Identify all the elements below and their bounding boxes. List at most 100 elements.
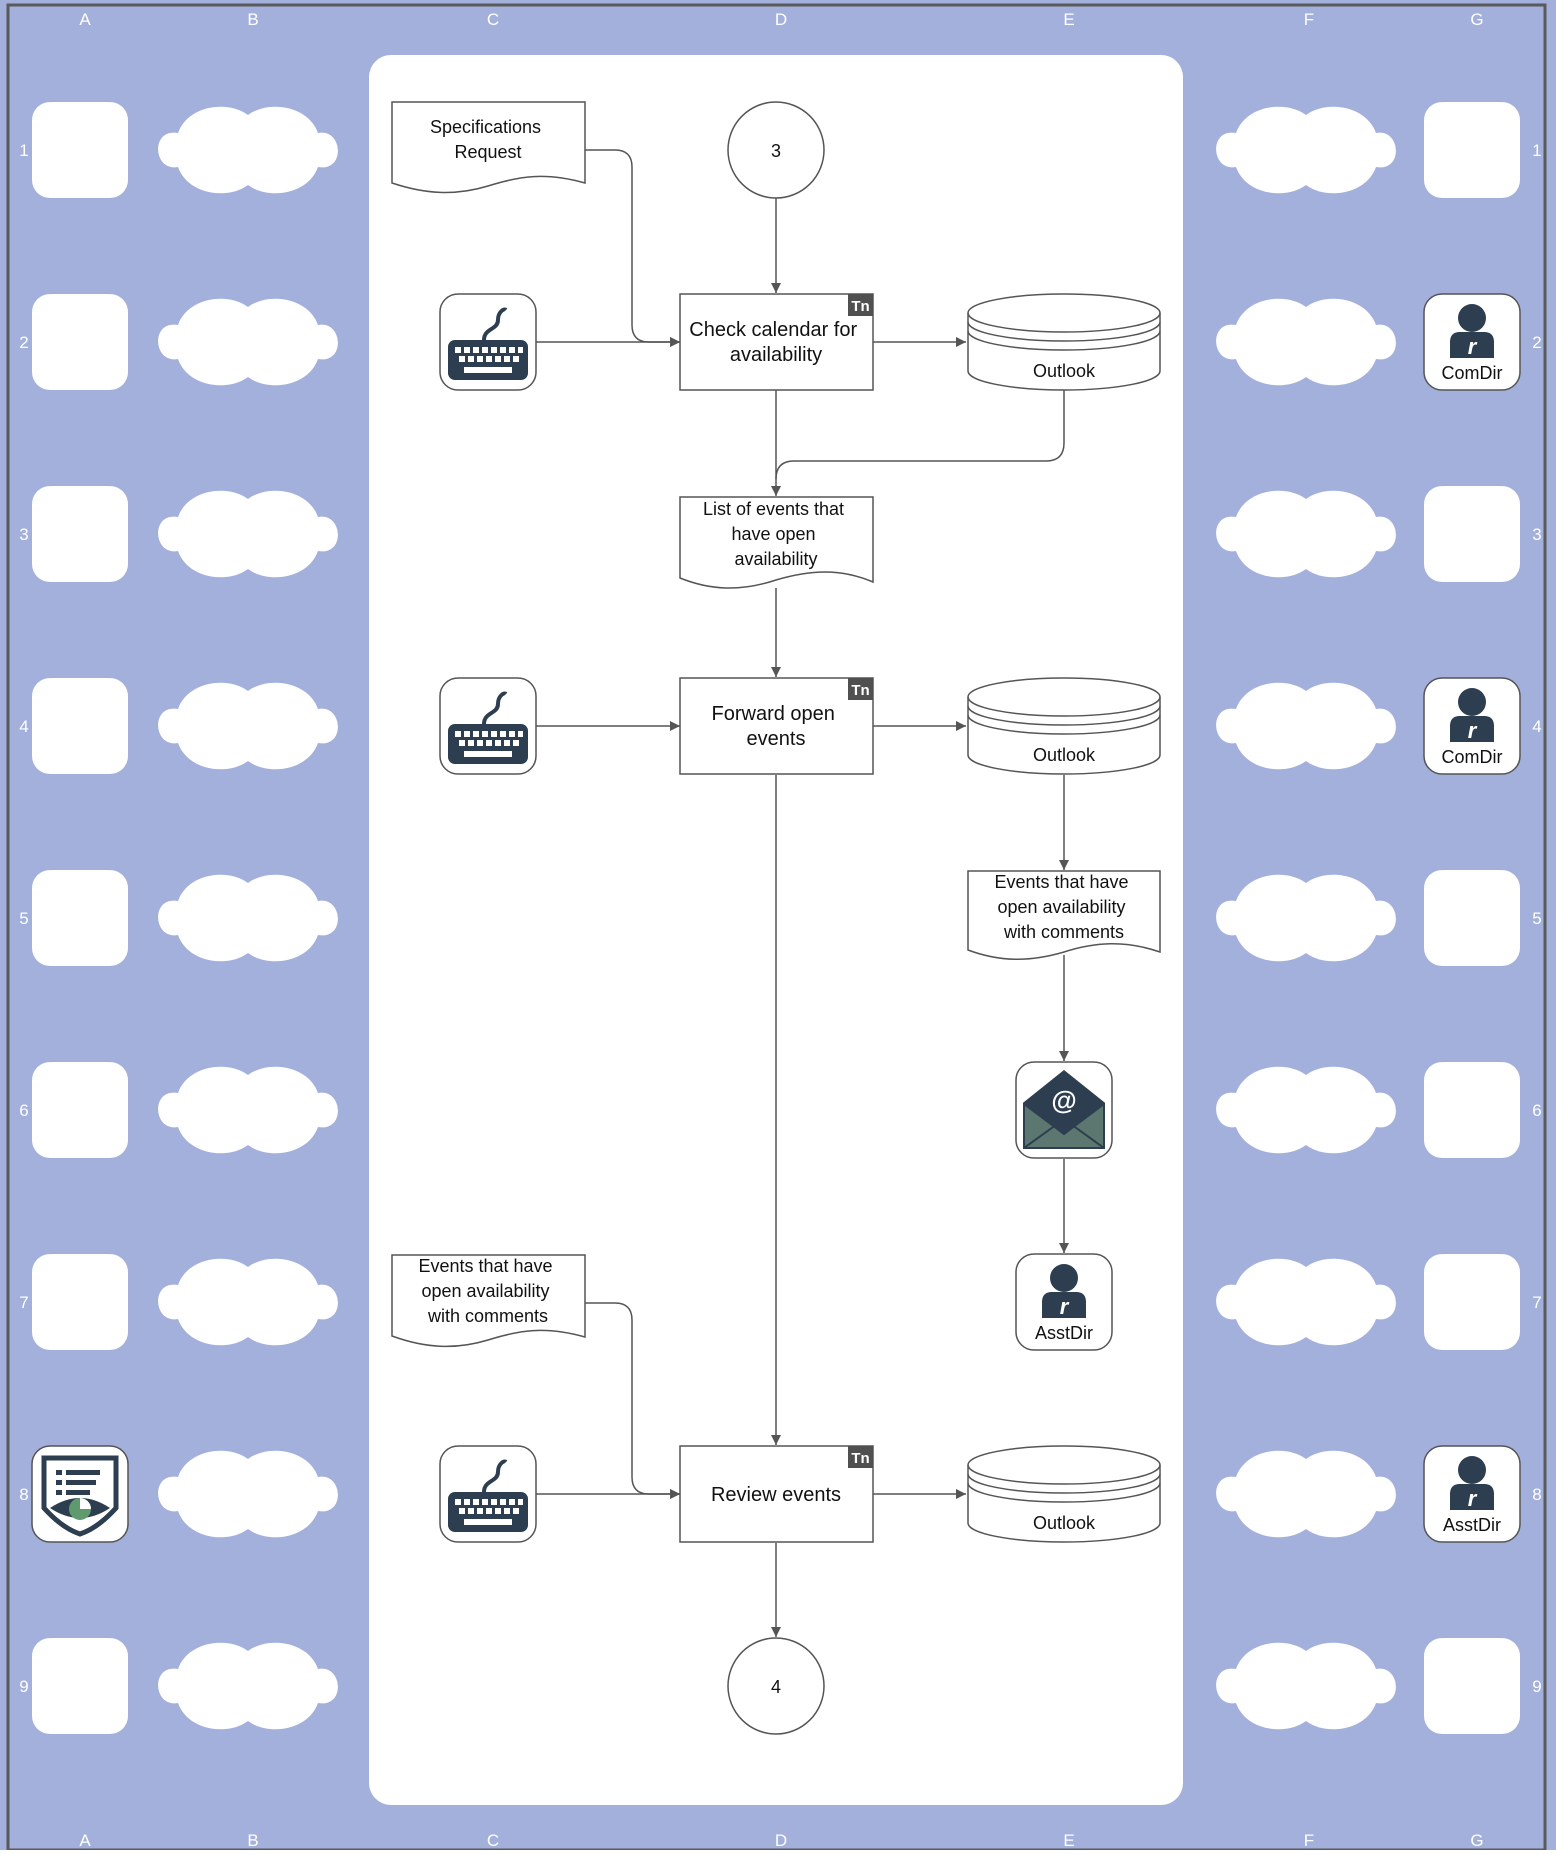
row-label-left-8: 8 (19, 1485, 28, 1504)
row-label-right-4: 4 (1532, 717, 1541, 736)
shield-outline (41, 1455, 119, 1537)
offpage-connector-3: 3 (727, 101, 825, 199)
keyboard-icon (439, 677, 537, 775)
document-shape (391, 1254, 586, 1348)
column-label-bottom-c: C (487, 1831, 499, 1850)
column-label-bottom-g: G (1470, 1831, 1483, 1850)
person-icon-comdir-row4: r ComDir (1423, 677, 1521, 775)
cylinder-ring (967, 1464, 1161, 1485)
connector-circle (727, 101, 825, 199)
arrow-spec-to-check (585, 149, 680, 347)
svg-text:r: r (1468, 334, 1478, 359)
column-label-a: A (79, 10, 91, 29)
column-label-c: C (487, 10, 499, 29)
placeholder-a-5 (32, 870, 128, 966)
cylinder-ring (967, 1482, 1161, 1503)
placeholder-a-2 (32, 294, 128, 390)
connector-label: 4 (771, 1677, 781, 1697)
placeholder-g-7 (1424, 1254, 1520, 1350)
document-specifications-request: Specifications Request (391, 101, 586, 194)
column-label-bottom-d: D (775, 1831, 787, 1850)
document-event-list: List of events that have open availabili… (679, 496, 874, 589)
document-events-with-comments-left: Events that have open availability with … (391, 1254, 586, 1348)
placeholder-g-1 (1424, 102, 1520, 198)
document-label: Events that have open availability with … (418, 1256, 557, 1326)
row-label-right-5: 5 (1532, 909, 1541, 928)
placeholder-a-6 (32, 1062, 128, 1158)
offpage-connector-4: 4 (727, 1637, 825, 1735)
column-label-bottom-f: F (1304, 1831, 1314, 1850)
cylinder-ring (967, 705, 1161, 726)
arrow-events2-to-review (585, 1302, 680, 1499)
placeholder-a-4 (32, 678, 128, 774)
row-label-right-2: 2 (1532, 333, 1541, 352)
person-label: ComDir (1442, 747, 1503, 767)
process-box (679, 293, 874, 391)
tag-badge (848, 294, 873, 316)
column-label-bottom-a: A (79, 1831, 91, 1850)
person-icon-comdir-row2: r ComDir (1423, 293, 1521, 391)
placeholder-a-1 (32, 102, 128, 198)
column-label-bottom-b: B (247, 1831, 258, 1850)
process-check-calendar: Tn Check calendar for availability (679, 293, 874, 391)
document-review-icon (31, 1445, 129, 1543)
placeholder-g-3 (1424, 486, 1520, 582)
keyboard-icon (439, 293, 537, 391)
column-label-e: E (1063, 10, 1074, 29)
database-outlook-row4: Outlook (967, 677, 1161, 775)
cylinder-ring (967, 1473, 1161, 1494)
database-label: Outlook (1033, 745, 1096, 765)
database-outlook-row2: Outlook (967, 293, 1161, 391)
column-label-f: F (1304, 10, 1314, 29)
row-label-right-7: 7 (1532, 1293, 1541, 1312)
svg-text:r: r (1468, 1486, 1478, 1511)
tag-label: Tn (851, 682, 869, 699)
row-label-right-9: 9 (1532, 1677, 1541, 1696)
row-label-right-6: 6 (1532, 1101, 1541, 1120)
at-symbol: @ (1051, 1085, 1076, 1115)
database-label: Outlook (1033, 361, 1096, 381)
tag-badge (848, 1446, 873, 1468)
process-box (679, 677, 874, 775)
connectors (536, 149, 1069, 1637)
keyboard-cable (482, 307, 508, 341)
process-box (679, 1445, 874, 1543)
document-shape (967, 870, 1161, 960)
document-label: Specifications Request (430, 117, 546, 162)
row-label-right-1: 1 (1532, 141, 1541, 160)
arrow-outlook1-to-list (775, 390, 1065, 480)
person-label: AsstDir (1035, 1323, 1093, 1343)
process-review-events: Tn Review events (679, 1445, 874, 1543)
placeholder-g-6 (1424, 1062, 1520, 1158)
cylinder-body (967, 1445, 1161, 1543)
person-label: ComDir (1442, 363, 1503, 383)
column-label-b: B (247, 10, 258, 29)
cylinder-ring (967, 312, 1161, 333)
column-label-g: G (1470, 10, 1483, 29)
row-label-right-8: 8 (1532, 1485, 1541, 1504)
column-label-bottom-e: E (1063, 1831, 1074, 1850)
process-label: Forward open events (712, 703, 841, 750)
row-label-left-6: 6 (19, 1101, 28, 1120)
tag-label: Tn (851, 1450, 869, 1467)
row-label-left-7: 7 (19, 1293, 28, 1312)
cylinder-ring (967, 714, 1161, 735)
row-label-right-3: 3 (1532, 525, 1541, 544)
process-forward-events: Tn Forward open events (679, 677, 874, 775)
cylinder-ring (967, 321, 1161, 342)
document-label: List of events that have open availabili… (703, 499, 849, 569)
document-events-with-comments-right: Events that have open availability with … (967, 870, 1161, 960)
row-label-left-3: 3 (19, 525, 28, 544)
person-body (1042, 1292, 1086, 1318)
database-label: Outlook (1033, 1513, 1096, 1533)
document-label: Events that have open availability with … (994, 872, 1133, 942)
document-shape (391, 101, 586, 194)
process-label: Review events (711, 1484, 841, 1506)
database-outlook-row8: Outlook (967, 1445, 1161, 1543)
cylinder-body (967, 293, 1161, 391)
person-label: AsstDir (1443, 1515, 1501, 1535)
row-label-left-1: 1 (19, 141, 28, 160)
tag-label: Tn (851, 298, 869, 315)
svg-text:r: r (1468, 718, 1478, 743)
